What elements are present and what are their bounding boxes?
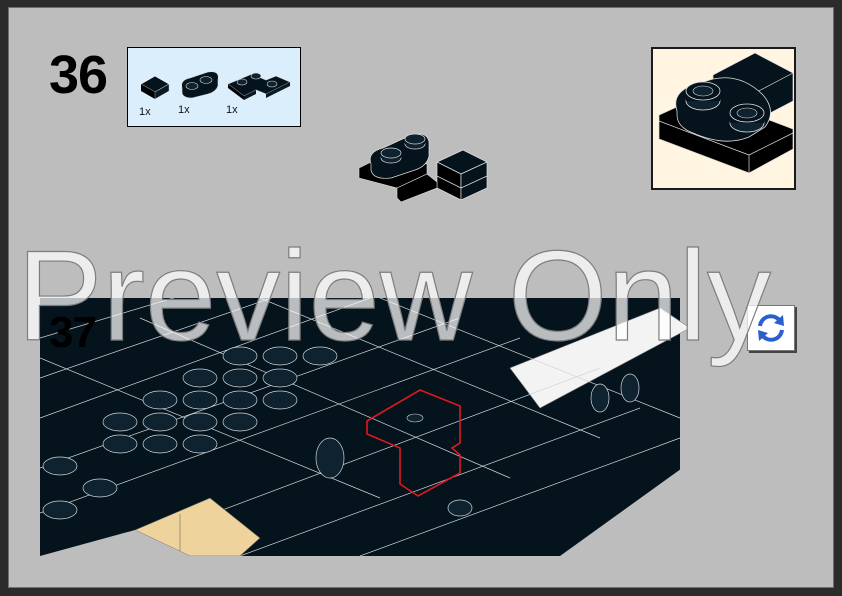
- part-item: 1x: [226, 70, 292, 122]
- tile-1x1-icon: [140, 75, 170, 100]
- part-item: 1x: [139, 72, 175, 122]
- part-item: 1x: [178, 70, 222, 122]
- sub-assembly-model: [358, 133, 488, 203]
- plate-1x2-rounded-icon: [181, 71, 219, 99]
- rotate-arrows-icon: [758, 314, 784, 342]
- callout-model: [658, 52, 794, 174]
- step-number-36: 36: [49, 45, 108, 105]
- step-37-model: [40, 298, 710, 556]
- parts-list: 1x 1x 1x: [127, 47, 301, 127]
- main-assembly-model: [40, 298, 710, 556]
- rotate-view-button[interactable]: [747, 305, 795, 351]
- instruction-page: 36 1x 1x: [8, 7, 834, 588]
- part-qty: 1x: [178, 104, 190, 116]
- callout-detail: [651, 47, 796, 190]
- part-qty: 1x: [226, 104, 238, 116]
- part-qty: 1x: [139, 106, 151, 118]
- plate-2x2-corner-icon: [227, 72, 291, 100]
- step-number-37: 37: [49, 308, 97, 357]
